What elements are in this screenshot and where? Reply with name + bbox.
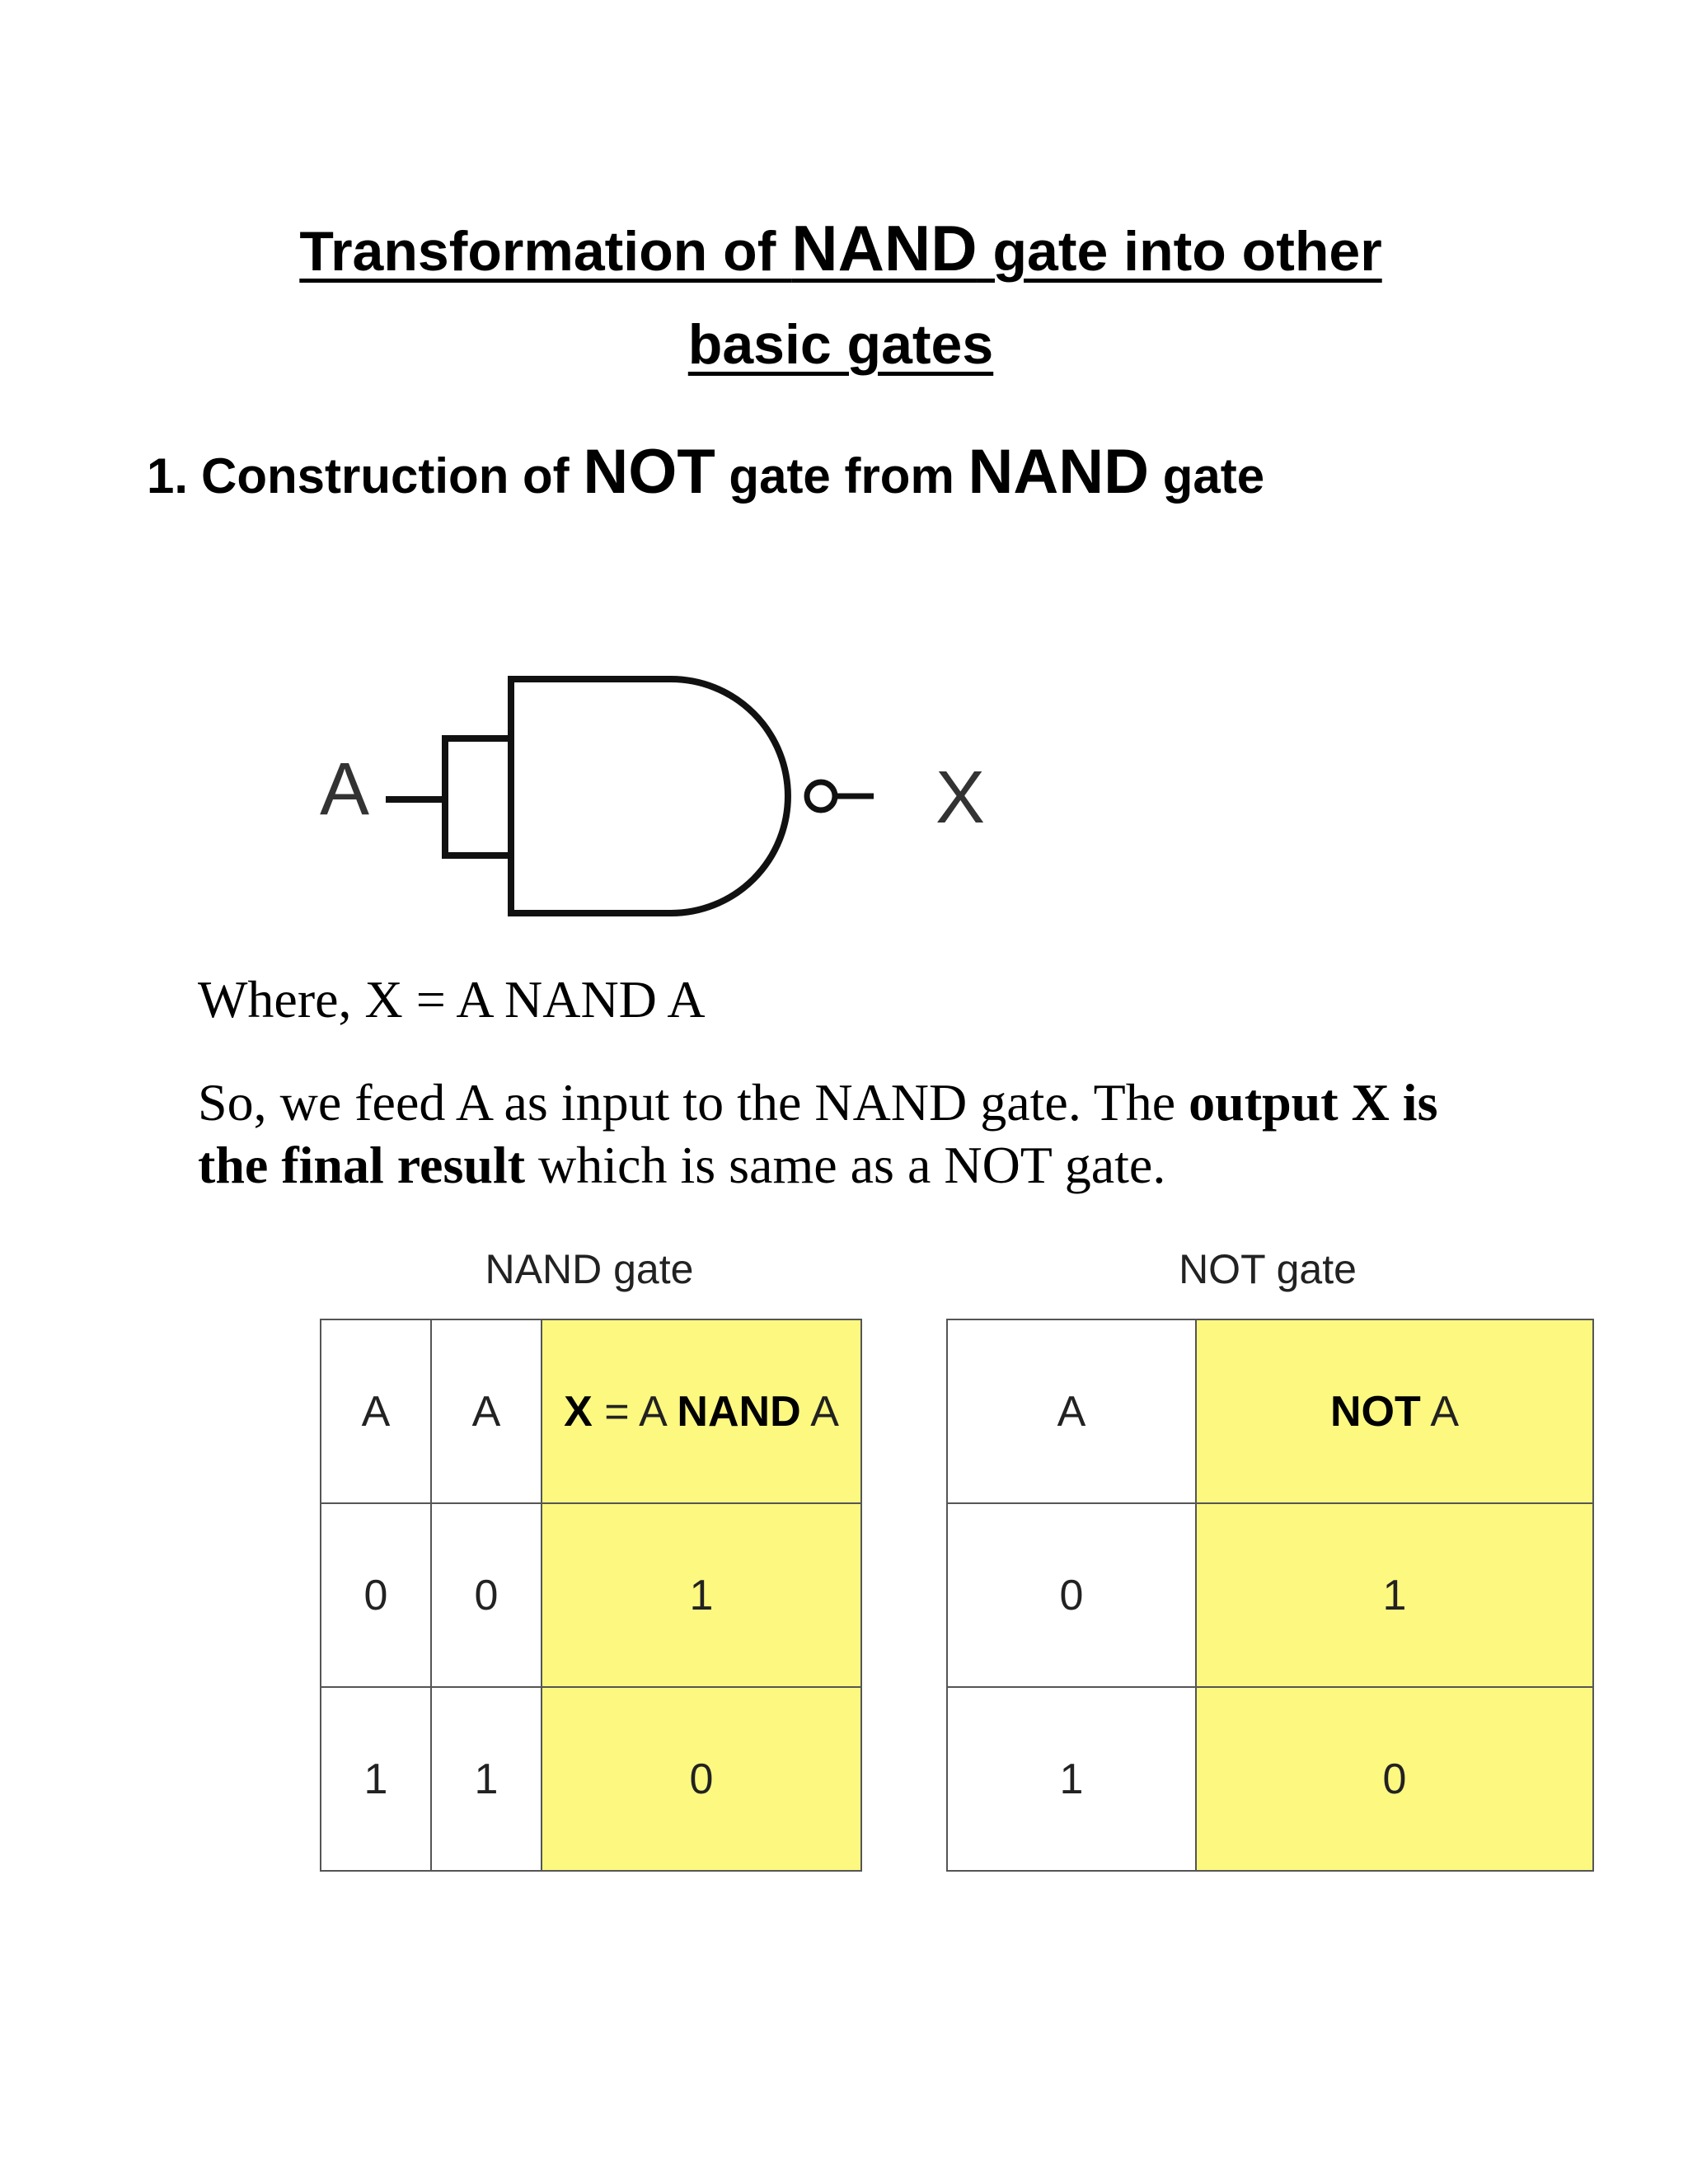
- section-not: NOT: [583, 437, 715, 507]
- diagram-input-label: A: [320, 748, 369, 831]
- nand-truth-table: A A X = A NAND A 0 0 1 1 1 0: [320, 1319, 862, 1872]
- nand-table-caption: NAND gate: [485, 1246, 694, 1292]
- title-text-1: Transformation of: [299, 220, 792, 283]
- nand-gate-icon: A X: [320, 676, 985, 916]
- header-x: X: [564, 1387, 593, 1436]
- table-cell: 1: [430, 1686, 542, 1872]
- table-cell-output: 0: [1195, 1686, 1594, 1872]
- gate-body: [508, 676, 791, 916]
- section-nand: NAND: [968, 437, 1150, 507]
- where-equation: Where, X = A NAND A: [198, 970, 706, 1029]
- table-cell: 0: [430, 1502, 542, 1688]
- section-number: 1.: [147, 448, 189, 504]
- table-cell: 1: [946, 1686, 1197, 1872]
- section-text-2: gate from: [715, 448, 968, 504]
- diagram-output-label: X: [935, 757, 985, 839]
- table-row: 0 1: [946, 1502, 1594, 1688]
- table-header-row: A NOT A: [946, 1319, 1594, 1504]
- title-line-1: Transformation of NAND gate into other: [0, 216, 1681, 280]
- header-a: A: [800, 1387, 839, 1436]
- table-row: 1 1 0: [320, 1686, 862, 1872]
- header-not: NOT: [1329, 1387, 1421, 1436]
- section-text-3: gate: [1149, 448, 1265, 504]
- inversion-bubble: [804, 779, 838, 813]
- header-nand: NAND: [677, 1387, 801, 1436]
- title-line-2: basic gates: [0, 316, 1681, 373]
- header-cell-output: NOT A: [1195, 1319, 1594, 1504]
- header-eq: = A: [592, 1387, 678, 1436]
- header-cell-output: X = A NAND A: [541, 1319, 862, 1504]
- explanation-text-3: which is same as a NOT gate.: [525, 1136, 1166, 1194]
- table-cell: 1: [320, 1686, 432, 1872]
- header-a: A: [1420, 1387, 1460, 1436]
- section-text-1: Construction of: [201, 448, 584, 504]
- table-header-row: A A X = A NAND A: [320, 1319, 862, 1504]
- input-bracket: [442, 735, 509, 859]
- title-nand: NAND: [791, 212, 978, 284]
- not-truth-table: A NOT A 0 1 1 0: [946, 1319, 1594, 1872]
- table-cell-output: 1: [541, 1502, 862, 1688]
- explanation-text-1: So, we feed A as input to the NAND gate.…: [198, 1073, 1189, 1132]
- table-cell: 0: [320, 1502, 432, 1688]
- header-cell: A: [320, 1319, 432, 1504]
- header-cell: A: [430, 1319, 542, 1504]
- explanation-bold-1: output X: [1189, 1073, 1390, 1132]
- title-text-2: gate into other: [977, 220, 1382, 283]
- header-cell: A: [946, 1319, 1197, 1504]
- section-heading: 1.Construction of NOT gate from NAND gat…: [147, 441, 1264, 504]
- table-row: 1 0: [946, 1686, 1594, 1872]
- table-cell-output: 1: [1195, 1502, 1594, 1688]
- title-text-3: basic gates: [687, 313, 994, 376]
- table-cell: 0: [946, 1502, 1197, 1688]
- explanation-paragraph: So, we feed A as input to the NAND gate.…: [198, 1071, 1500, 1197]
- not-table-caption: NOT gate: [1179, 1246, 1357, 1292]
- explanation-bold-2: is the final result: [198, 1073, 1438, 1194]
- explanation-text-2: [1390, 1073, 1403, 1132]
- table-cell-output: 0: [541, 1686, 862, 1872]
- table-row: 0 0 1: [320, 1502, 862, 1688]
